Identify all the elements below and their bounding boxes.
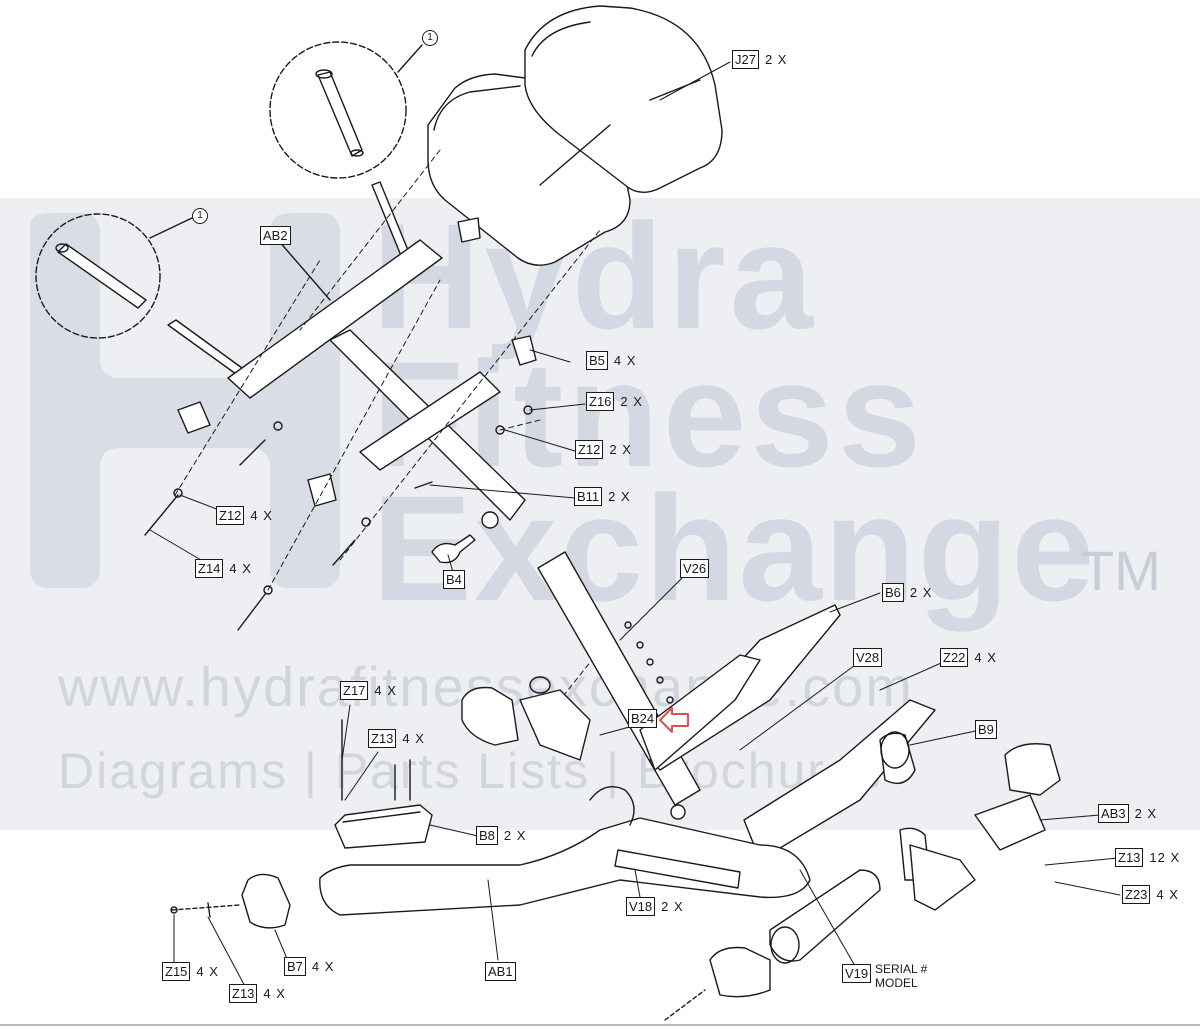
serial-model-note: SERIAL #MODEL bbox=[875, 962, 927, 990]
part-label-z15: Z15 4 X bbox=[162, 962, 219, 981]
model-note: MODEL bbox=[875, 976, 918, 990]
part-label-z22: Z22 4 X bbox=[940, 648, 997, 667]
part-id-v28: V28 bbox=[853, 648, 883, 667]
part-qty-v18: 2 X bbox=[661, 899, 684, 914]
part-label-b7: B7 4 X bbox=[284, 957, 335, 976]
part-qty-b5: 4 X bbox=[613, 353, 637, 368]
part-qty-z13-lower: 4 X bbox=[263, 986, 286, 1001]
part-qty-b6: 2 X bbox=[909, 585, 933, 600]
part-label-ab1: AB1 bbox=[485, 962, 516, 981]
watermark-logo-icon bbox=[30, 213, 340, 588]
detail-circle-left bbox=[35, 213, 243, 375]
rear-foot-drawing bbox=[664, 869, 881, 1021]
part-id-z17: Z17 bbox=[340, 681, 369, 700]
part-label-v18: V18 2 X bbox=[626, 897, 684, 916]
part-id-b24: B24 bbox=[628, 709, 658, 728]
part-id-j27: J27 bbox=[732, 50, 759, 69]
part-qty-z16: 2 X bbox=[620, 394, 643, 409]
part-id-z13-lower: Z13 bbox=[229, 984, 258, 1003]
part-label-v26: V26 bbox=[680, 559, 710, 578]
part-qty-z12-upper: 2 X bbox=[609, 442, 632, 457]
part-id-v26: V26 bbox=[680, 559, 710, 578]
part-label-z14: Z14 4 X bbox=[195, 559, 252, 578]
part-label-b9: B9 bbox=[975, 720, 997, 739]
part-id-z23: Z23 bbox=[1122, 885, 1151, 904]
pad-frame-drawing bbox=[177, 217, 537, 529]
end-cap-drawing bbox=[170, 873, 291, 929]
part-label-ab2: AB2 bbox=[260, 226, 291, 245]
part-id-b5: B5 bbox=[586, 351, 608, 370]
part-qty-b8: 2 X bbox=[503, 828, 527, 843]
part-qty-z13-upper: 4 X bbox=[402, 731, 425, 746]
part-label-z23: Z23 4 X bbox=[1122, 885, 1179, 904]
part-id-z15: Z15 bbox=[162, 962, 191, 981]
part-id-z12-upper: Z12 bbox=[575, 440, 604, 459]
highlight-arrow-icon bbox=[659, 707, 689, 733]
upper-hardware bbox=[144, 405, 533, 631]
detail-callout-left: 1 bbox=[192, 208, 208, 224]
part-label-ab3: AB3 2 X bbox=[1098, 804, 1158, 823]
part-qty-z23: 4 X bbox=[1156, 887, 1179, 902]
part-label-b4: B4 bbox=[443, 570, 465, 589]
part-id-z16: Z16 bbox=[586, 392, 615, 411]
seat-post-drawing bbox=[537, 551, 701, 820]
part-id-b7: B7 bbox=[284, 957, 306, 976]
main-frame-drawing bbox=[319, 786, 976, 916]
part-qty-j27: 2 X bbox=[764, 52, 788, 67]
watermark-band bbox=[0, 198, 1200, 830]
part-label-v28: V28 bbox=[853, 648, 883, 667]
part-label-z13-right: Z13 12 X bbox=[1115, 848, 1181, 867]
part-id-b6: B6 bbox=[882, 583, 904, 602]
part-qty-ab3: 2 X bbox=[1134, 806, 1158, 821]
part-id-b8: B8 bbox=[476, 826, 498, 845]
part-qty-z14: 4 X bbox=[229, 561, 252, 576]
bottom-rule bbox=[0, 1024, 1200, 1026]
part-qty-z13-right: 12 X bbox=[1149, 850, 1181, 865]
part-id-z13-upper: Z13 bbox=[368, 729, 397, 748]
part-qty-z17: 4 X bbox=[374, 683, 397, 698]
part-label-b11: B11 2 X bbox=[574, 487, 631, 506]
part-id-z14: Z14 bbox=[195, 559, 224, 578]
part-label-b24: B24 bbox=[628, 709, 658, 728]
detail-callout-top: 1 bbox=[422, 30, 438, 46]
part-label-j27: J27 2 X bbox=[732, 50, 788, 69]
watermark-trademark: TM bbox=[1080, 539, 1161, 602]
part-label-v19: V19 bbox=[842, 964, 872, 983]
part-id-b11: B11 bbox=[574, 487, 603, 506]
part-label-b5: B5 4 X bbox=[586, 351, 637, 370]
part-id-ab1: AB1 bbox=[485, 962, 516, 981]
part-id-ab3: AB3 bbox=[1098, 804, 1129, 823]
part-id-z22: Z22 bbox=[940, 648, 969, 667]
part-qty-z12-lower: 4 X bbox=[250, 508, 273, 523]
part-label-z17: Z17 4 X bbox=[340, 681, 397, 700]
part-label-b6: B6 2 X bbox=[882, 583, 933, 602]
part-id-v19: V19 bbox=[842, 964, 872, 983]
serial-note: SERIAL # bbox=[875, 962, 928, 976]
part-label-z13-lower: Z13 4 X bbox=[229, 984, 286, 1003]
part-qty-b11: 2 X bbox=[608, 489, 631, 504]
back-pad-drawing bbox=[427, 5, 723, 266]
part-qty-z15: 4 X bbox=[196, 964, 219, 979]
part-id-b4: B4 bbox=[443, 570, 465, 589]
part-label-b8: B8 2 X bbox=[476, 826, 527, 845]
foot-plate-drawing bbox=[639, 604, 936, 861]
watermark-tagline: Diagrams | Parts Lists | Brochures bbox=[58, 743, 883, 799]
part-id-z12-lower: Z12 bbox=[216, 506, 245, 525]
part-label-z12-lower: Z12 4 X bbox=[216, 506, 273, 525]
part-label-z16: Z16 2 X bbox=[586, 392, 643, 411]
part-qty-b7: 4 X bbox=[311, 959, 335, 974]
part-id-ab2: AB2 bbox=[260, 226, 291, 245]
part-label-z13-upper: Z13 4 X bbox=[368, 729, 425, 748]
part-qty-z22: 4 X bbox=[974, 650, 997, 665]
part-id-b9: B9 bbox=[975, 720, 997, 739]
detail-circle-top bbox=[269, 41, 423, 259]
part-id-z13-right: Z13 bbox=[1115, 848, 1144, 867]
part-label-z12-upper: Z12 2 X bbox=[575, 440, 632, 459]
roller-drawing bbox=[461, 676, 1061, 851]
part-id-v18: V18 bbox=[626, 897, 656, 916]
